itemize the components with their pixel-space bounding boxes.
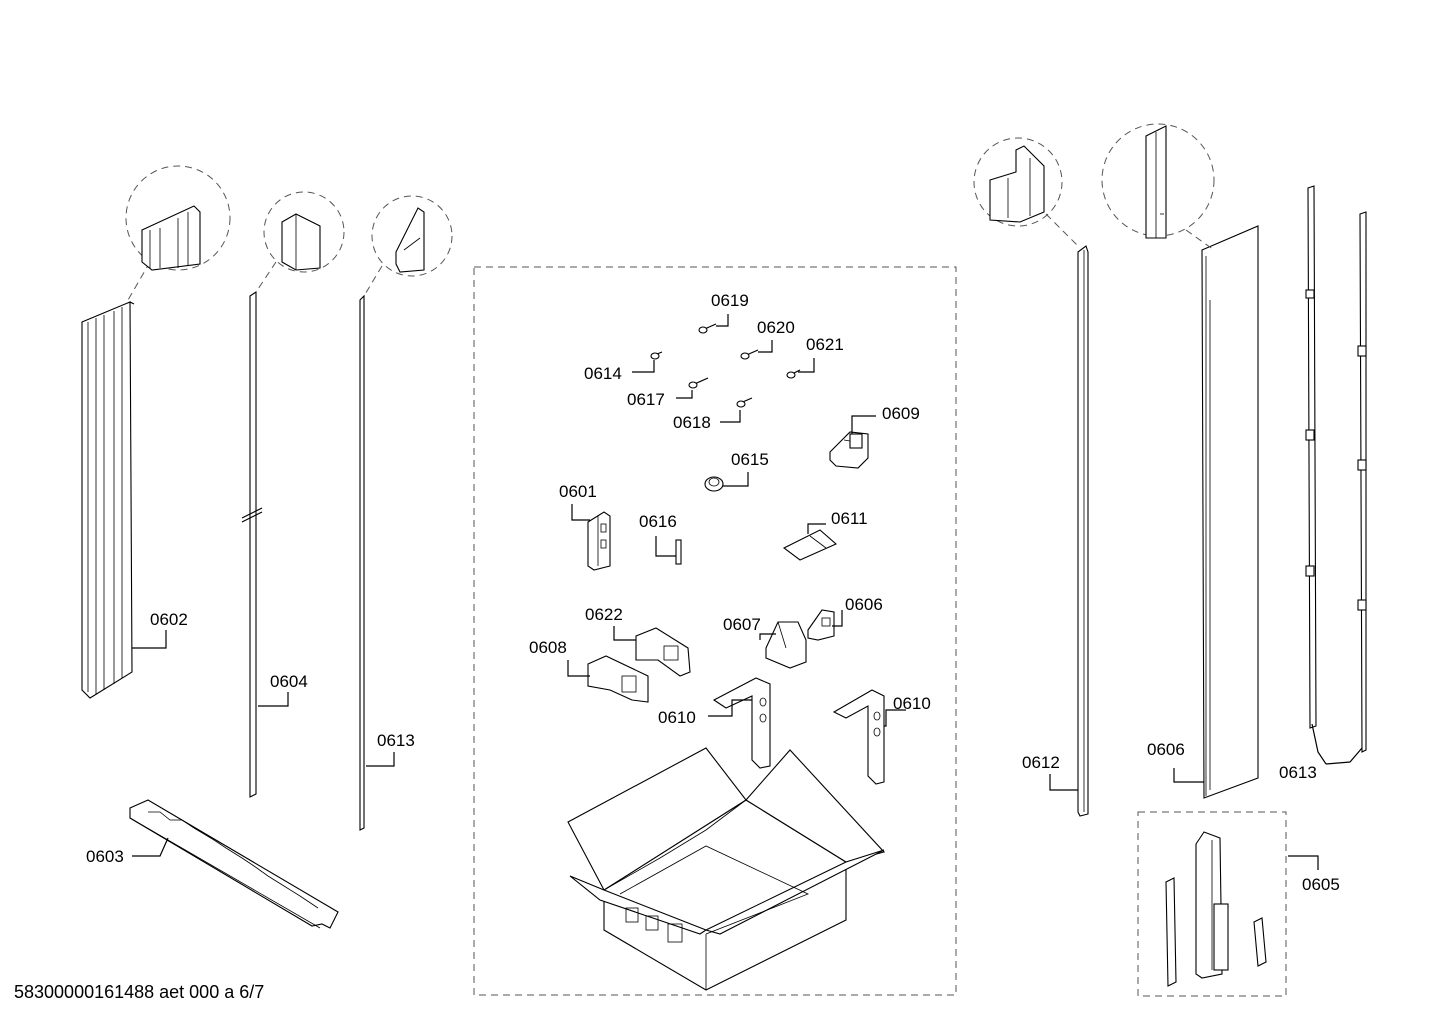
part-0601-bracket: 0601: [559, 482, 611, 571]
label-0608: 0608: [529, 638, 567, 657]
part-0609-hinge: 0609: [829, 404, 920, 469]
part-0615-knob: 0615: [704, 450, 769, 492]
leader-0603: 0603: [86, 837, 169, 866]
label-0610-left: 0610: [658, 708, 696, 727]
part-0608-bracket: 0608: [529, 638, 649, 703]
leader-0606-right: 0606: [1147, 740, 1204, 783]
label-0620: 0620: [757, 318, 795, 337]
detail-circle-0602: [125, 165, 231, 301]
kit-boundary: [473, 266, 957, 996]
screw-0618: 0618: [673, 397, 753, 432]
drawing-code: 58300000161488 aet 000 a 6/7: [14, 982, 264, 1002]
label-0619: 0619: [711, 291, 749, 310]
label-0622: 0622: [585, 605, 623, 624]
leader-0602: 0602: [132, 610, 188, 649]
label-0621: 0621: [806, 335, 844, 354]
label-0611: 0611: [831, 509, 868, 528]
label-0601: 0601: [559, 482, 597, 501]
detail-circle-0604: [255, 191, 345, 293]
screw-0619: 0619: [698, 291, 749, 334]
leader-0612: 0612: [1022, 753, 1078, 791]
label-0617: 0617: [627, 390, 665, 409]
part-0622-bracket: 0622: [585, 605, 691, 677]
part-0613-left-strip: [359, 294, 365, 831]
label-0604: 0604: [270, 672, 308, 691]
part-0616-pin: 0616: [639, 512, 682, 565]
label-0602: 0602: [150, 610, 188, 629]
part-0610-right-bracket: 0610: [832, 689, 931, 785]
label-0605: 0605: [1302, 875, 1340, 894]
part-0606-panel: [1201, 225, 1259, 799]
label-0603: 0603: [86, 847, 124, 866]
screw-0614: 0614: [584, 351, 663, 383]
screw-0621: 0621: [786, 335, 844, 379]
label-0618: 0618: [673, 413, 711, 432]
label-0607: 0607: [723, 615, 761, 634]
kit-0605-boundary: [1137, 811, 1287, 997]
part-0604-strip: [241, 290, 263, 798]
part-0602-profile: [81, 301, 135, 699]
label-0615: 0615: [731, 450, 769, 469]
label-0606-right: 0606: [1147, 740, 1185, 759]
part-0610-left-bracket: 0610: [658, 677, 771, 769]
part-0613-right-rails: 0613: [1279, 185, 1367, 782]
leader-0613-left: 0613: [366, 731, 415, 767]
screw-0620: 0620: [740, 318, 795, 360]
label-0613-left: 0613: [377, 731, 415, 750]
label-0613-right: 0613: [1279, 763, 1317, 782]
screw-0617: 0617: [627, 377, 709, 409]
part-0612-strip: [1077, 245, 1089, 817]
detail-circle-0613-left: [363, 195, 453, 297]
label-0614: 0614: [584, 364, 622, 383]
detail-circle-0606: [1101, 123, 1215, 251]
label-0609: 0609: [882, 404, 920, 423]
label-0606-center: 0606: [845, 595, 883, 614]
part-0607-block: 0607: [723, 615, 807, 669]
label-0612: 0612: [1022, 753, 1060, 772]
part-0605-components: [1165, 831, 1267, 987]
label-0616: 0616: [639, 512, 677, 531]
label-0610-right: 0610: [893, 694, 931, 713]
packaging-box: [567, 747, 886, 991]
part-0606-clip: 0606: [807, 595, 883, 641]
leader-0605: 0605: [1288, 855, 1340, 894]
detail-circle-0612: [973, 137, 1081, 249]
part-0611-plate: 0611: [782, 509, 868, 561]
leader-0604: 0604: [258, 672, 308, 707]
part-0603-bracket: [129, 799, 339, 929]
